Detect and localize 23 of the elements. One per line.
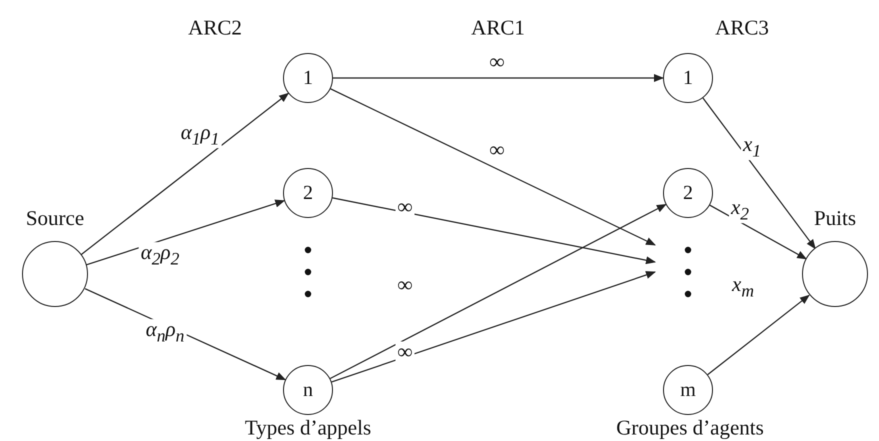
arrow <box>86 200 286 266</box>
arrow <box>80 92 290 256</box>
node-label: 2 <box>683 182 693 204</box>
arrow <box>707 294 810 376</box>
column-label: Types d’appels <box>244 416 372 440</box>
node-label: Source <box>26 206 84 231</box>
node-label: n <box>303 378 313 402</box>
node-label: Puits <box>814 206 856 231</box>
column-label: ARC2 <box>188 16 242 40</box>
node-label: 1 <box>303 66 313 90</box>
column-label: ARC3 <box>715 16 769 40</box>
arrow <box>333 74 664 82</box>
column-label: ARC1 <box>471 16 525 40</box>
arrow <box>330 88 656 246</box>
edge-label: ∞ <box>396 342 414 362</box>
node-label: 1 <box>683 66 693 90</box>
arrow <box>331 271 656 383</box>
node-label: 2 <box>303 182 313 204</box>
node-label: m <box>680 378 696 402</box>
arrow <box>702 98 816 250</box>
column-label: Groupes d’agents <box>616 416 764 440</box>
arrow <box>330 204 667 380</box>
arrow <box>332 197 656 264</box>
